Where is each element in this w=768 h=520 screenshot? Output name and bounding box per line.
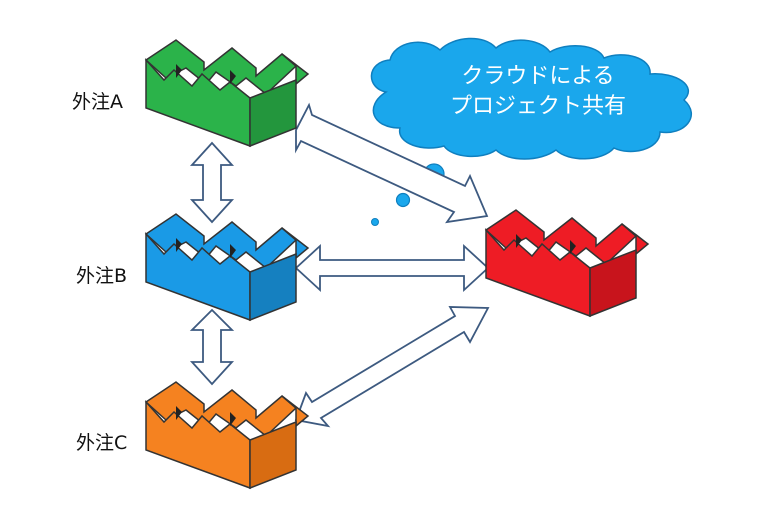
cloud-text-line1: クラウドによる: [461, 64, 615, 89]
arrow-b-c: [189, 308, 235, 386]
arrow-c-main: [294, 306, 490, 428]
label-subcontractor-a: 外注A: [72, 91, 123, 113]
factory-main: [484, 209, 650, 318]
factory-b: [144, 213, 310, 322]
cloud-text: クラウドによる プロジェクト共有: [378, 62, 698, 122]
cloud: [370, 37, 692, 226]
arrow-b-main: [294, 243, 490, 293]
arrow-a-main: [295, 102, 489, 224]
factory-a: [144, 39, 310, 148]
factory-c: [144, 381, 310, 490]
cloud-bubble-small: [371, 218, 379, 226]
cloud-bubble-medium: [395, 192, 411, 208]
arrow-a-b: [189, 141, 235, 224]
label-subcontractor-c: 外注C: [76, 432, 128, 454]
label-subcontractor-b: 外注B: [76, 265, 128, 287]
cloud-text-line2: プロジェクト共有: [449, 94, 626, 119]
